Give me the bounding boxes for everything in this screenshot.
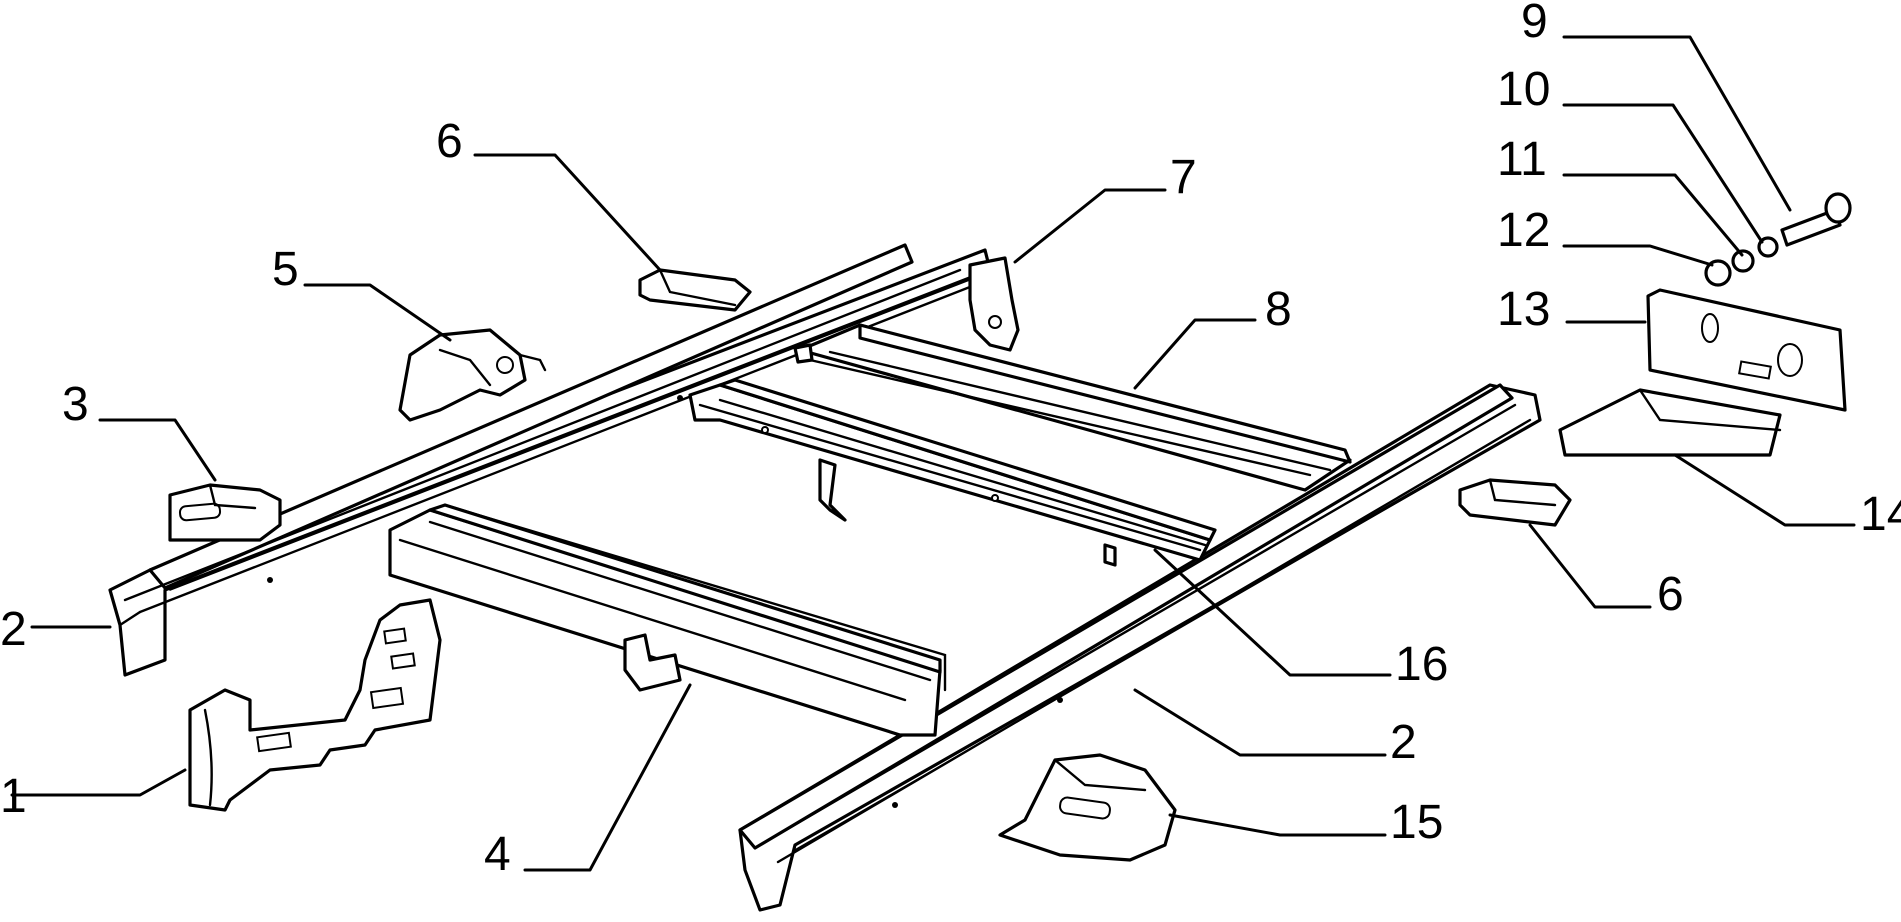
fastener-bolt-9 xyxy=(1780,192,1852,247)
mount-part-5 xyxy=(398,328,547,422)
callout-6-right: 6 xyxy=(1657,568,1684,621)
bracket-part-7 xyxy=(968,256,1020,352)
pad-part-6-right xyxy=(1458,478,1572,527)
callout-9: 9 xyxy=(1521,0,1548,48)
callout-10: 10 xyxy=(1497,63,1550,116)
leader-lines xyxy=(10,35,1856,872)
callout-15: 15 xyxy=(1390,796,1443,849)
callout-6-top: 6 xyxy=(436,115,463,168)
middle-cross-member xyxy=(688,378,1217,567)
washer-11 xyxy=(1731,249,1755,273)
callout-11: 11 xyxy=(1497,133,1547,186)
callout-2-left: 2 xyxy=(0,603,27,656)
callout-13: 13 xyxy=(1497,283,1550,336)
callout-labels: 1 2 3 4 5 6 7 8 9 10 11 12 13 14 6 16 2 … xyxy=(0,0,1901,881)
callout-4: 4 xyxy=(484,828,511,881)
front-cross-member xyxy=(388,503,947,737)
callout-5: 5 xyxy=(272,243,299,296)
rear-cross-member xyxy=(793,323,1352,492)
callout-12: 12 xyxy=(1497,204,1550,257)
callout-14: 14 xyxy=(1860,488,1901,541)
mount-part-3 xyxy=(168,483,282,542)
nut-12 xyxy=(1704,259,1732,287)
plate-part-13 xyxy=(1646,288,1847,412)
callout-3: 3 xyxy=(62,378,89,431)
bracket-part-1 xyxy=(188,598,442,812)
callout-7: 7 xyxy=(1170,151,1197,204)
callout-2-right: 2 xyxy=(1390,716,1417,769)
callout-16: 16 xyxy=(1395,638,1448,691)
callout-1: 1 xyxy=(0,770,27,823)
mount-part-15 xyxy=(998,753,1177,862)
bracket-part-14 xyxy=(1558,388,1782,457)
callout-8: 8 xyxy=(1265,283,1292,336)
washer-10 xyxy=(1757,236,1779,258)
pad-part-6-top xyxy=(638,268,752,312)
